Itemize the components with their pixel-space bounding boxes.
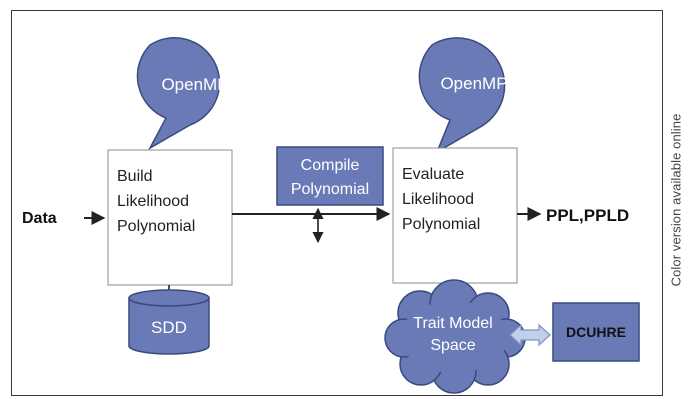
sdd-database-cylinder: SDD — [128, 289, 210, 355]
build-line-3: Polynomial — [117, 218, 195, 235]
evaluate-openmp-label: OpenMP — [440, 74, 507, 93]
evaluate-openmp-bubble: OpenMP — [418, 37, 508, 154]
trait-line-2: Space — [430, 337, 475, 354]
build-line-2: Likelihood — [117, 193, 189, 210]
evaluate-likelihood-box: Evaluate Likelihood Polynomial — [392, 147, 518, 284]
dcuhre-box: DCUHRE — [552, 302, 640, 362]
build-openmp-label: OpenMP — [161, 75, 228, 94]
compile-line-2: Polynomial — [291, 181, 369, 198]
trait-model-space-cloud: Trait Model Space — [384, 279, 526, 394]
dcuhre-label: DCUHRE — [566, 324, 626, 340]
sdd-label: SDD — [151, 318, 187, 337]
compile-line-1: Compile — [301, 157, 360, 174]
cloud-dcuhre-double-arrow — [509, 323, 551, 347]
evaluate-line-2: Likelihood — [402, 191, 474, 208]
build-likelihood-box: Build Likelihood Polynomial — [107, 149, 233, 286]
build-line-1: Build — [117, 168, 153, 185]
compile-polynomial-box: Compile Polynomial — [276, 146, 384, 206]
evaluate-line-1: Evaluate — [402, 166, 464, 183]
output-label: PPL,PPLD — [546, 206, 629, 225]
trait-line-1: Trait Model — [413, 315, 492, 332]
build-openmp-bubble: OpenMP — [136, 37, 229, 150]
data-input-label: Data — [22, 210, 57, 227]
color-version-note: Color version available online — [668, 113, 684, 287]
evaluate-line-3: Polynomial — [402, 216, 480, 233]
